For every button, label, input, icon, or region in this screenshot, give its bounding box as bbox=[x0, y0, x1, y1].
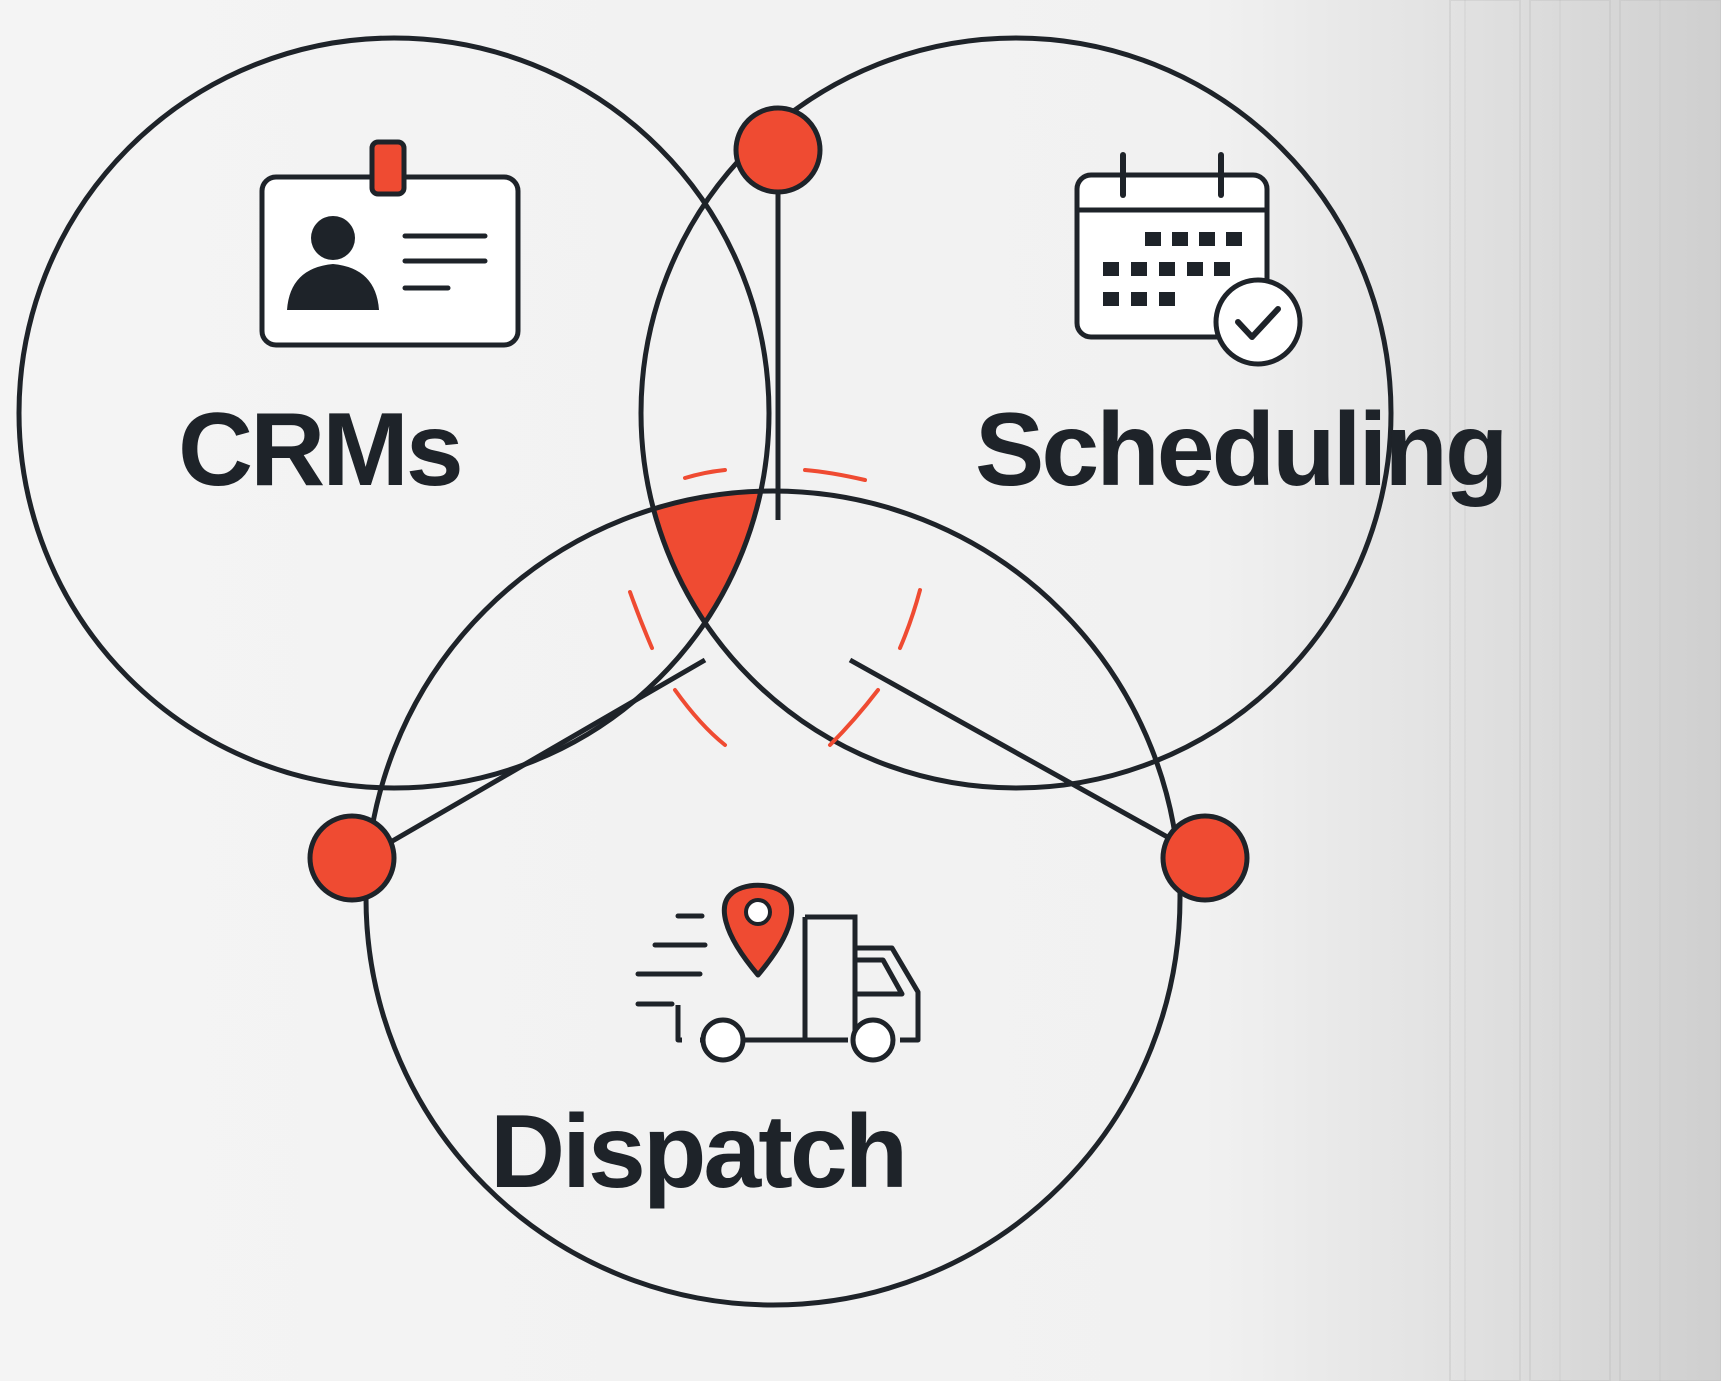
id-badge-icon bbox=[259, 139, 521, 348]
crms-label: CRMs bbox=[178, 392, 464, 508]
scheduling-label: Scheduling bbox=[975, 392, 1508, 508]
location-pin-icon bbox=[721, 882, 795, 978]
calendar-check-icon bbox=[1074, 152, 1303, 367]
dispatch-label: Dispatch bbox=[490, 1094, 908, 1210]
node-crms-dispatch bbox=[307, 813, 397, 903]
crms-circle bbox=[16, 35, 772, 791]
spoke-right bbox=[848, 657, 1207, 861]
node-scheduling-dispatch bbox=[1160, 813, 1250, 903]
highlight-dashes bbox=[628, 468, 922, 747]
spoke-left bbox=[361, 657, 707, 861]
scheduling-circle bbox=[638, 35, 1394, 791]
delivery-truck-location-icon bbox=[635, 882, 921, 1063]
node-crms-scheduling bbox=[733, 105, 823, 195]
intersection-nodes bbox=[307, 105, 1250, 903]
